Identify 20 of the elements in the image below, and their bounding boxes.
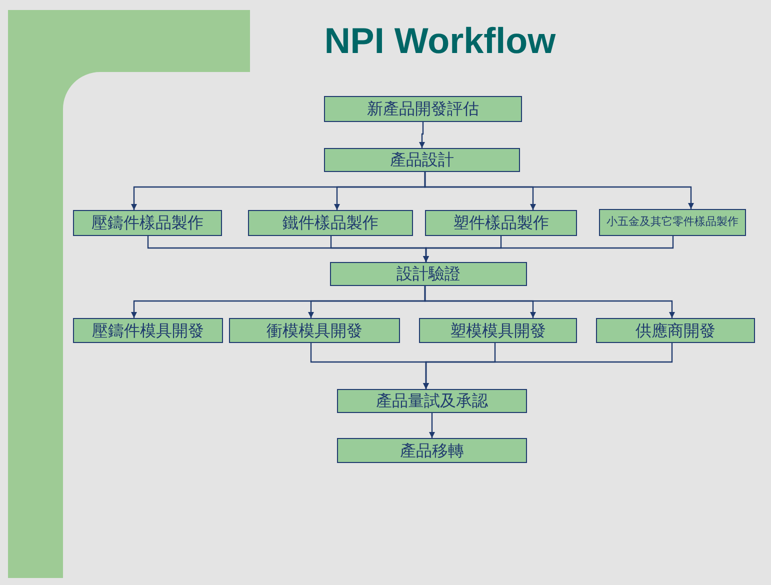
process-box: 壓鑄件模具開發 — [73, 318, 223, 343]
process-box: 產品設計 — [324, 148, 520, 172]
process-box: 產品量試及承認 — [337, 389, 527, 413]
connector-arrow — [429, 413, 435, 438]
process-box: 衝模模具開發 — [229, 318, 400, 343]
process-box: 塑件樣品製作 — [425, 210, 577, 236]
connector-arrow — [424, 172, 694, 209]
connector-arrow — [423, 236, 674, 262]
connector-arrow — [424, 286, 675, 318]
process-box: 新產品開發評估 — [324, 96, 522, 122]
connector-arrow — [419, 122, 425, 148]
process-box: 鐵件樣品製作 — [248, 210, 413, 236]
process-box: 小五金及其它零件樣品製作 — [599, 209, 746, 236]
process-box: 設計驗證 — [330, 262, 527, 286]
title: NPI Workflow — [323, 20, 557, 62]
process-box: 產品移轉 — [337, 438, 527, 463]
process-box: 壓鑄件樣品製作 — [73, 210, 222, 236]
connector-arrow — [423, 343, 673, 389]
process-box: 塑模模具開發 — [419, 318, 577, 343]
process-box: 供應商開發 — [596, 318, 755, 343]
